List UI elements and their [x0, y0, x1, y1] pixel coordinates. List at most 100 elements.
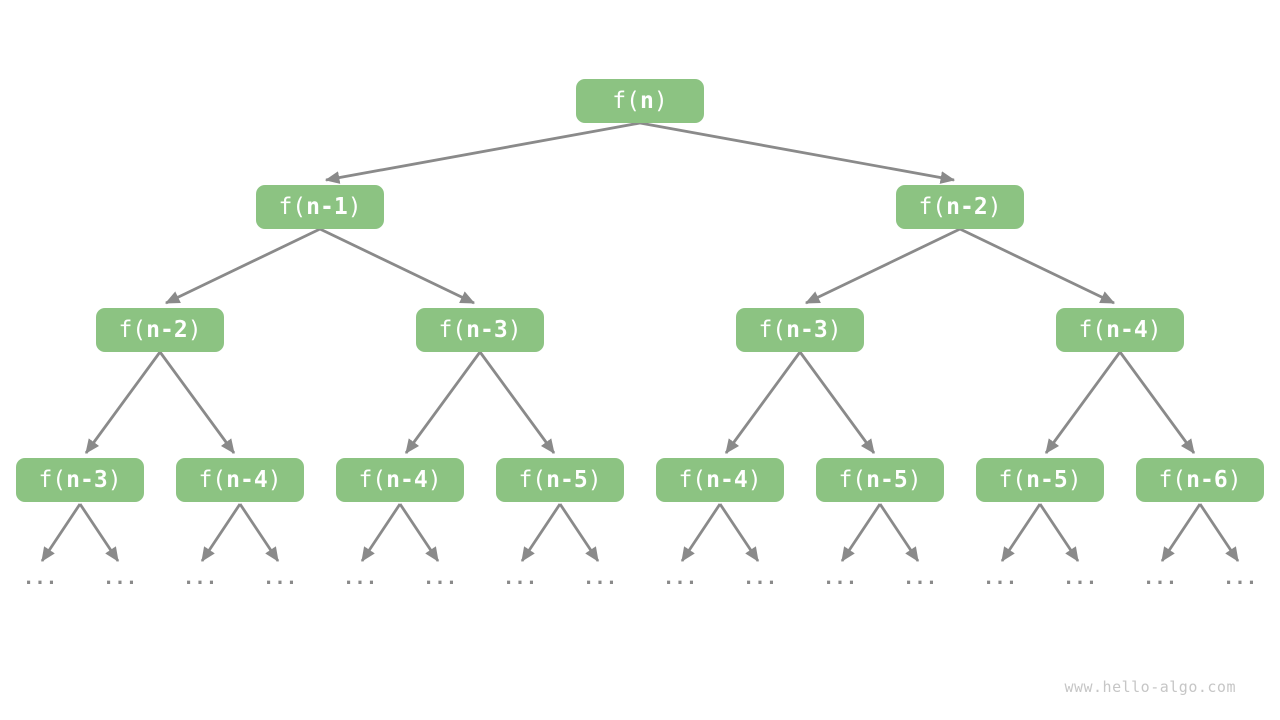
tree-edge-arrow	[238, 503, 280, 562]
node-label-prefix: f(	[998, 466, 1027, 493]
node-label-prefix: f(	[838, 466, 867, 493]
node-label-suffix: )	[827, 316, 842, 343]
node-label-suffix: )	[1067, 466, 1082, 493]
node-label-suffix: )	[907, 466, 922, 493]
node-label-prefix: f(	[278, 193, 307, 220]
node-label-arg: n-3	[66, 466, 108, 493]
node-label-suffix: )	[267, 466, 282, 493]
tree-edge-arrow	[1160, 503, 1202, 562]
tree-node: f(n-4)	[176, 458, 304, 502]
tree-edge-arrow	[84, 351, 162, 454]
node-label-arg: n-5	[866, 466, 908, 493]
ellipsis: ...	[182, 567, 218, 589]
tree-node: f(n-3)	[736, 308, 864, 352]
node-label-prefix: f(	[612, 87, 640, 114]
tree-edge-arrow	[40, 503, 82, 562]
tree-node: f(n-5)	[496, 458, 624, 502]
tree-edge-arrow	[164, 227, 321, 305]
tree-node: f(n-6)	[1136, 458, 1264, 502]
tree-node: f(n-3)	[416, 308, 544, 352]
ellipsis: ...	[1222, 567, 1258, 589]
tree-node: f(n-1)	[256, 185, 384, 229]
tree-edge-arrow	[158, 351, 236, 454]
node-label-arg: n-4	[1106, 316, 1148, 343]
node-label-arg: n-5	[1026, 466, 1068, 493]
node-label-arg: n-3	[466, 316, 508, 343]
node-label-prefix: f(	[118, 316, 147, 343]
node-label-suffix: )	[427, 466, 442, 493]
tree-edge-arrow	[78, 503, 120, 562]
tree-edge-arrow	[680, 503, 722, 562]
ellipsis: ...	[582, 567, 618, 589]
tree-edge-arrow	[478, 351, 556, 454]
tree-edge-arrow	[319, 227, 476, 305]
ellipsis: ...	[1142, 567, 1178, 589]
tree-edge-arrow	[324, 121, 641, 184]
tree-edge-arrow	[959, 227, 1116, 305]
ellipsis: ...	[22, 567, 58, 589]
node-label-suffix: )	[1147, 316, 1162, 343]
node-label-arg: n-4	[386, 466, 428, 493]
node-label-suffix: )	[1227, 466, 1242, 493]
node-label-arg: n-2	[146, 316, 188, 343]
node-label-arg: n-6	[1186, 466, 1228, 493]
ellipsis: ...	[742, 567, 778, 589]
node-label-arg: n-4	[706, 466, 748, 493]
node-label-arg: n-1	[306, 193, 348, 220]
node-label-prefix: f(	[1078, 316, 1107, 343]
node-label-arg: n-2	[946, 193, 988, 220]
tree-edge-arrow	[878, 503, 920, 562]
node-label-prefix: f(	[198, 466, 227, 493]
node-label-arg: n-4	[226, 466, 268, 493]
ellipsis: ...	[982, 567, 1018, 589]
node-label-arg: n-3	[786, 316, 828, 343]
tree-edge-arrow	[1038, 503, 1080, 562]
ellipsis: ...	[1062, 567, 1098, 589]
node-label-prefix: f(	[358, 466, 387, 493]
node-label-suffix: )	[107, 466, 122, 493]
tree-edge-arrow	[724, 351, 802, 454]
tree-edge-arrow	[639, 121, 956, 184]
node-label-prefix: f(	[918, 193, 947, 220]
tree-edge-arrow	[520, 503, 562, 562]
tree-edge-arrow	[718, 503, 760, 562]
tree-edge-arrow	[1044, 351, 1122, 454]
ellipsis: ...	[902, 567, 938, 589]
node-label-prefix: f(	[518, 466, 547, 493]
tree-edge-arrow	[200, 503, 242, 562]
ellipsis: ...	[822, 567, 858, 589]
tree-edge-arrow	[1000, 503, 1042, 562]
node-label-suffix: )	[507, 316, 522, 343]
ellipsis: ...	[422, 567, 458, 589]
node-label-arg: n-5	[546, 466, 588, 493]
node-label-suffix: )	[653, 87, 668, 114]
ellipsis: ...	[102, 567, 138, 589]
tree-node: f(n-4)	[656, 458, 784, 502]
watermark: www.hello-algo.com	[1064, 678, 1236, 696]
ellipsis: ...	[502, 567, 538, 589]
tree-node: f(n-4)	[336, 458, 464, 502]
tree-edge-arrow	[840, 503, 882, 562]
tree-edge-arrow	[804, 227, 961, 305]
tree-node: f(n-2)	[96, 308, 224, 352]
node-label-suffix: )	[347, 193, 362, 220]
node-label-suffix: )	[187, 316, 202, 343]
tree-node: f(n-5)	[976, 458, 1104, 502]
tree-edge-arrow	[404, 351, 482, 454]
tree-node: f(n-2)	[896, 185, 1024, 229]
tree-edge-arrow	[1118, 351, 1196, 454]
tree-node: f(n-3)	[16, 458, 144, 502]
tree-edge-arrow	[1198, 503, 1240, 562]
node-label-prefix: f(	[678, 466, 707, 493]
node-label-arg: n	[639, 87, 654, 114]
node-label-suffix: )	[587, 466, 602, 493]
ellipsis: ...	[662, 567, 698, 589]
tree-edge-arrow	[360, 503, 402, 562]
node-label-suffix: )	[987, 193, 1002, 220]
tree-edge-arrow	[558, 503, 600, 562]
ellipsis: ...	[262, 567, 298, 589]
ellipsis: ...	[342, 567, 378, 589]
tree-edge-arrow	[798, 351, 876, 454]
tree-node: f(n-5)	[816, 458, 944, 502]
tree-edge-arrow	[398, 503, 440, 562]
